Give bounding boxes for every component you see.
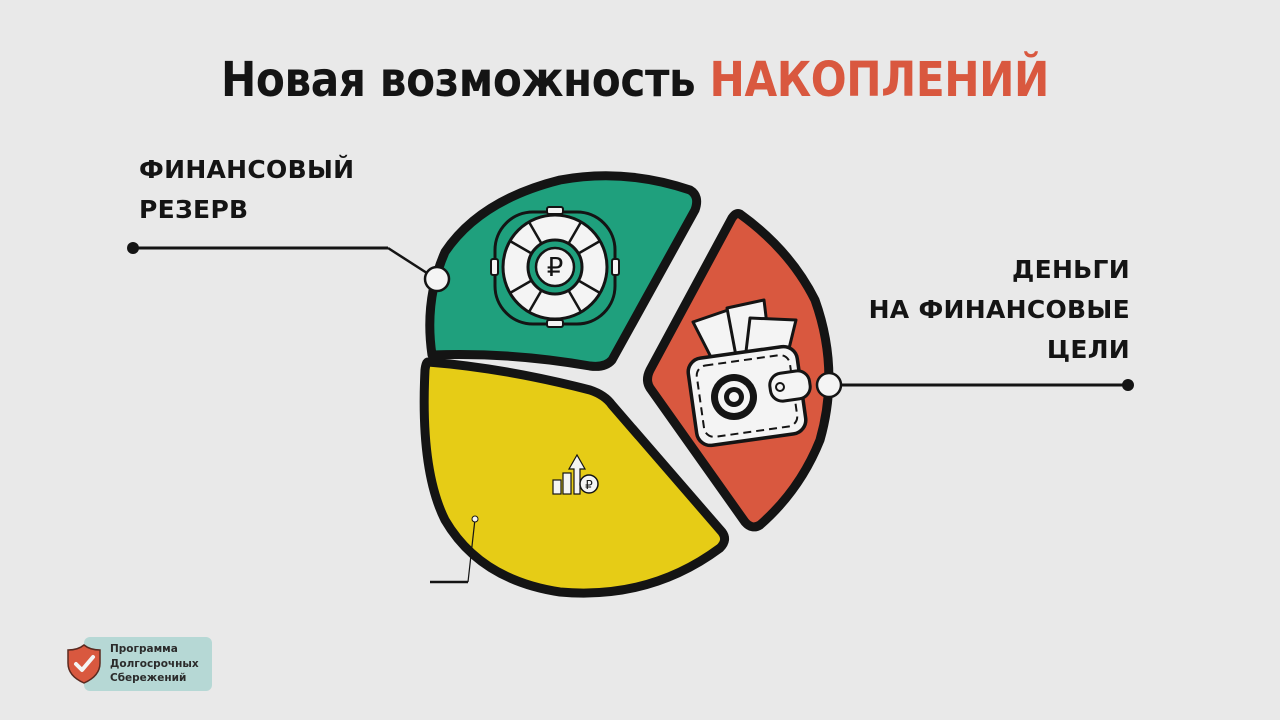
label-line: НА ФИНАНСОВЫЕ	[868, 295, 1130, 324]
label-financial-goals: ДЕНЬГИ НА ФИНАНСОВЫЕ ЦЕЛИ	[869, 250, 1130, 370]
label-line: РЕЗЕРВ	[139, 195, 249, 224]
page-title: Новая возможность НАКОПЛЕНИЙ	[76, 52, 1194, 108]
brand-line: Сбережений	[110, 672, 187, 684]
svg-text:₽: ₽	[585, 478, 593, 492]
lifebuoy-ruble-icon: ₽	[490, 206, 620, 328]
brand-line: Долгосрочных	[110, 657, 199, 670]
title-accent: НАКОПЛЕНИЙ	[709, 52, 1050, 108]
brand-text: Программа Долгосрочных Сбережений	[110, 642, 199, 686]
leader-line-reserve	[127, 242, 431, 277]
label-financial-reserve: ФИНАНСОВЫЙ РЕЗЕРВ	[139, 150, 354, 230]
leader-line-goals	[840, 379, 1134, 391]
brand-box	[84, 637, 212, 691]
svg-text:₽: ₽	[547, 253, 564, 283]
leader-line-growth	[430, 515, 479, 584]
connector-dot	[815, 371, 843, 399]
growth-chart-ruble-icon: ₽	[552, 453, 599, 495]
wallet-target-icon	[686, 298, 812, 448]
label-line: ДЕНЬГИ	[1012, 255, 1130, 284]
label-line: ФИНАНСОВЫЙ	[139, 155, 355, 184]
brand-line: Программа	[110, 643, 178, 655]
shield-check-icon	[67, 644, 101, 684]
title-prefix: Новая возможность	[221, 52, 696, 108]
label-line: ЦЕЛИ	[1046, 335, 1130, 364]
connector-dot	[423, 265, 451, 293]
